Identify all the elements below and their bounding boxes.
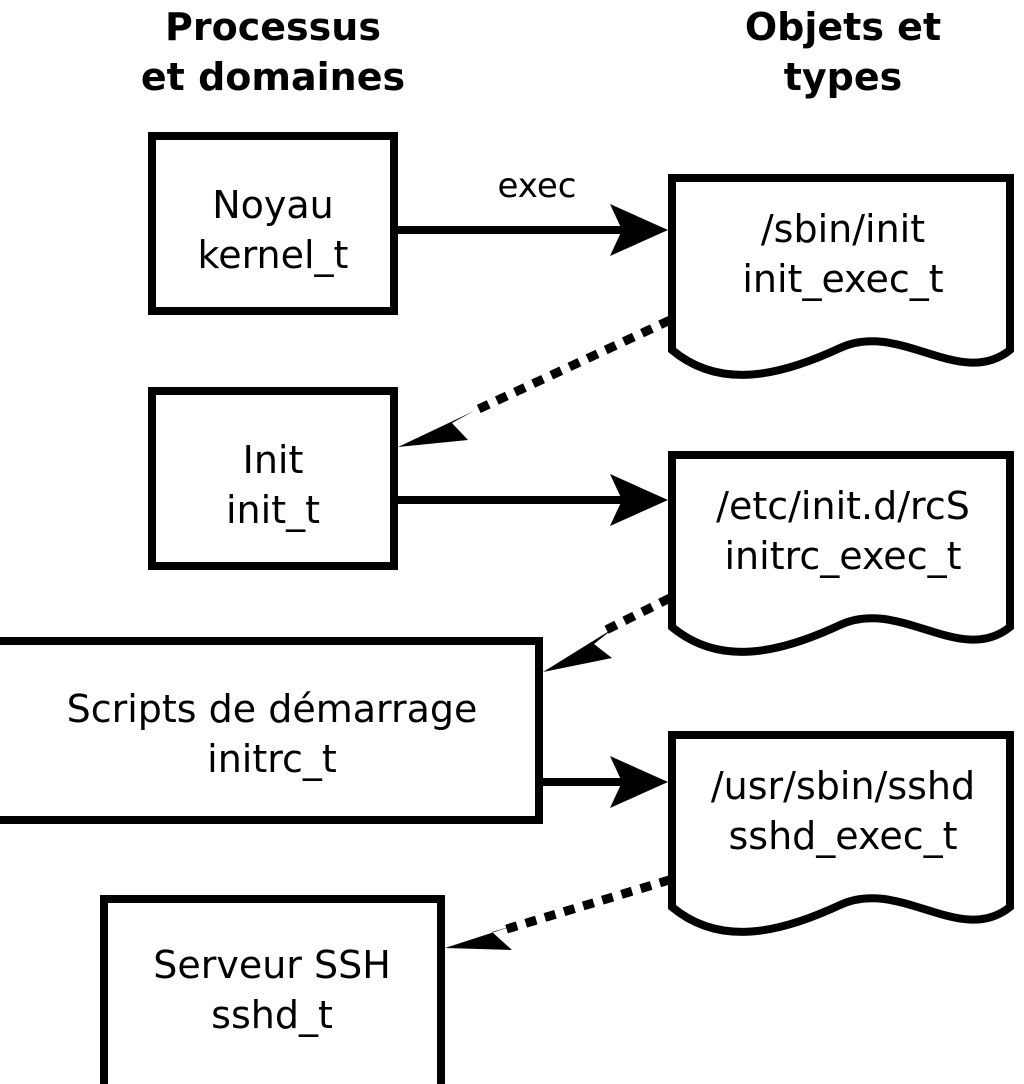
arrow-head-icon — [445, 925, 516, 950]
column-header-objects: Objets et types — [745, 5, 941, 99]
node-init-exec-line1: /sbin/init — [761, 207, 925, 251]
edge-line — [603, 593, 673, 635]
edge-label-exec: exec — [497, 166, 576, 206]
column-header-objects-line2: types — [784, 55, 903, 99]
node-sshd[interactable]: Serveur SSH sshd_t — [100, 895, 445, 1084]
node-sshd-exec[interactable]: /usr/sbin/sshd sshd_exec_t — [668, 731, 1014, 936]
node-init-line2: init_t — [226, 488, 320, 532]
node-kernel-line1: Noyau — [212, 183, 334, 227]
edge-sshd-exec-transition-sshd — [445, 875, 672, 950]
node-initrc-line1: Scripts de démarrage — [67, 687, 478, 731]
node-sshd-exec-line1: /usr/sbin/sshd — [711, 764, 975, 808]
document-icon[interactable] — [668, 451, 1014, 656]
column-header-processes: Processus et domaines — [141, 5, 405, 99]
edge-initrc-exec-sshd-exec — [543, 756, 668, 808]
node-sshd-line2: sshd_t — [211, 993, 333, 1037]
edge-kernel-exec-init-exec: exec — [398, 166, 668, 256]
node-kernel-shape[interactable] — [148, 132, 398, 315]
node-init-exec[interactable]: /sbin/init init_exec_t — [668, 174, 1014, 379]
node-sshd-shape[interactable] — [100, 895, 445, 1084]
node-init-exec-line2: init_exec_t — [742, 257, 943, 301]
document-icon[interactable] — [668, 731, 1014, 936]
node-init-line1: Init — [243, 438, 304, 482]
arrow-head-icon — [610, 756, 668, 808]
edge-line — [464, 316, 672, 419]
arrow-head-icon — [543, 628, 614, 672]
node-kernel-line2: kernel_t — [198, 233, 349, 277]
arrow-head-icon — [610, 474, 668, 526]
column-header-processes-line1: Processus — [165, 5, 381, 49]
node-initrc-shape[interactable] — [0, 637, 543, 824]
node-initrc-exec[interactable]: /etc/init.d/rcS initrc_exec_t — [668, 451, 1014, 656]
node-kernel[interactable]: Noyau kernel_t — [148, 132, 398, 315]
node-initrc[interactable]: Scripts de démarrage initrc_t — [0, 637, 543, 824]
node-init-shape[interactable] — [148, 387, 398, 570]
edge-init-exec-initrc-exec — [398, 474, 668, 526]
edge-init-exec-transition-init — [398, 316, 672, 447]
edge-initrc-exec-transition-initrc — [543, 593, 673, 672]
column-header-objects-line1: Objets et — [745, 5, 941, 49]
node-init[interactable]: Init init_t — [148, 387, 398, 570]
edge-line — [504, 875, 672, 934]
node-initrc-line2: initrc_t — [207, 737, 337, 781]
node-sshd-line1: Serveur SSH — [153, 943, 391, 987]
arrow-head-icon — [398, 411, 474, 447]
node-initrc-exec-line2: initrc_exec_t — [725, 534, 962, 578]
document-icon[interactable] — [668, 174, 1014, 379]
arrow-head-icon — [610, 204, 668, 256]
column-header-processes-line2: et domaines — [141, 55, 405, 99]
node-sshd-exec-line2: sshd_exec_t — [728, 814, 957, 858]
node-initrc-exec-line1: /etc/init.d/rcS — [716, 484, 970, 528]
